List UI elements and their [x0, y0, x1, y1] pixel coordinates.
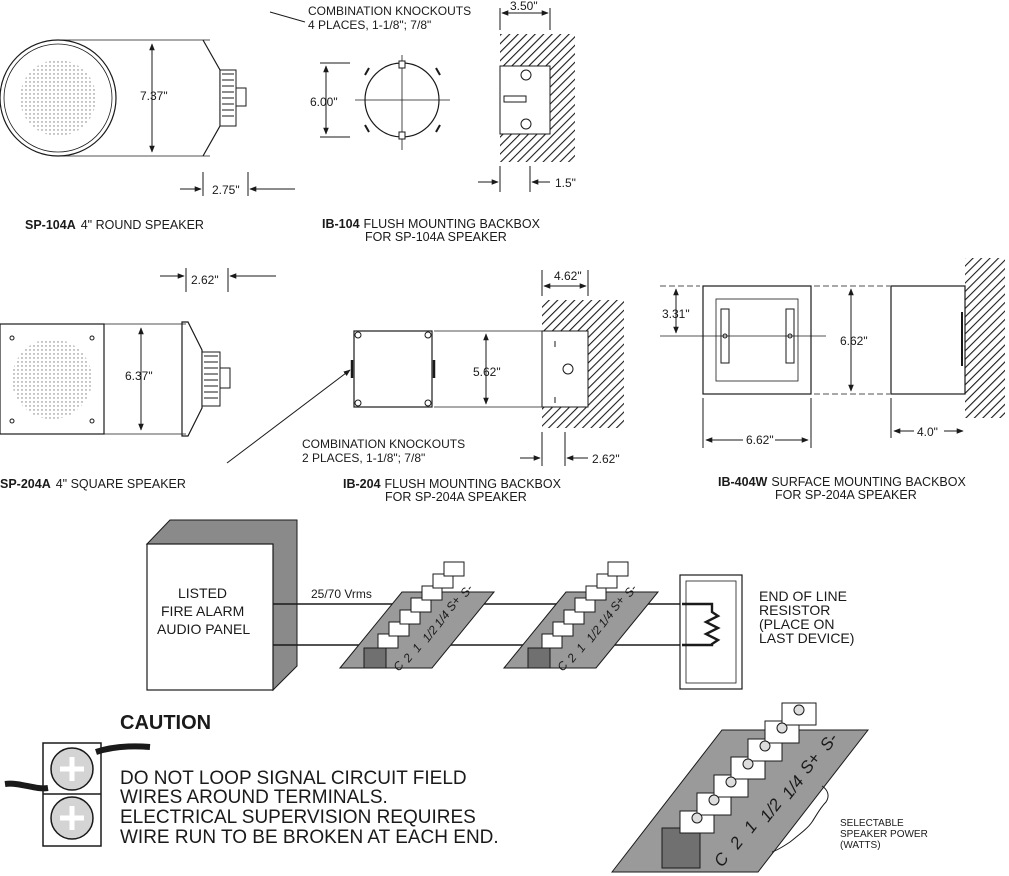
ib404w-height-dim: 6.62": [840, 334, 868, 348]
ib404w-width-dim: 6.62": [746, 433, 774, 447]
ib204-width-dim: 4.62": [554, 269, 582, 283]
eol-label-line3: (PLACE ON: [759, 616, 834, 632]
ib204-knockouts-line2: 2 PLACES, 1-1/8"; 7/8": [302, 451, 425, 465]
wiring-diagram: LISTED FIRE ALARM AUDIO PANEL 25/70 Vrms…: [145, 519, 854, 692]
ib104-width-dim: 3.50": [510, 0, 538, 13]
sp204a-side-profile: [181, 321, 203, 437]
ib204-description-line2: FOR SP-204A SPEAKER: [385, 490, 527, 504]
ib204-figure: 5.62" 4.62" 2.62" COMBINATION KNOCKOUTS …: [226, 269, 624, 504]
terminal-screw-illustration: [4, 742, 151, 847]
eol-label-line1: END OF LINE: [759, 588, 847, 604]
ib104-model: IB-104: [322, 217, 360, 231]
ib204-model: IB-204: [343, 477, 381, 491]
ib204-height-dim: 5.62": [473, 365, 501, 379]
ib204-knockouts-line1: COMBINATION KNOCKOUTS: [302, 437, 465, 451]
terminal-strip-2: S- S+ 1/4 1/2 1 2 C: [502, 561, 660, 674]
ib404w-depth-dim: 4.0": [917, 425, 938, 439]
ib404w-description-line2: FOR SP-204A SPEAKER: [775, 488, 917, 502]
sp104a-model: SP-104A: [25, 218, 76, 232]
resistor-symbol: [682, 602, 721, 647]
ib104-knockouts-line2: 4 PLACES, 1-1/8"; 7/8": [308, 18, 431, 32]
ib404w-front-box: [702, 285, 812, 395]
sp204a-height-dim: 6.37": [125, 369, 153, 383]
ib404w-wall-hatch: [965, 258, 1005, 418]
sp104a-height-dim: 7.37": [140, 89, 168, 103]
ib204-description-line1: FLUSH MOUNTING BACKBOX: [385, 477, 562, 491]
terminal-strip-1: S- S+ 1/4 1/2 1 2 C: [338, 561, 496, 674]
panel-label-line2: FIRE ALARM: [161, 603, 244, 619]
ib404w-inner-dim: 3.31": [662, 307, 690, 321]
ib404w-description-line1: SURFACE MOUNTING BACKBOX: [771, 475, 966, 489]
field-wire-lower: [4, 780, 49, 792]
ib104-height-dim: 6.00": [310, 95, 338, 109]
sp204a-description: 4" SQUARE SPEAKER: [56, 477, 186, 491]
power-brace: [771, 785, 829, 853]
ib204-front-box: [353, 330, 433, 408]
sp104a-figure: 7.37" 2.75" SP-104A 4" ROUND SPEAKER: [0, 39, 295, 232]
field-wire-upper: [95, 743, 151, 755]
ib204-side-box: [541, 330, 589, 408]
ib404w-model: IB-404W: [718, 475, 768, 489]
caution-title: CAUTION: [120, 712, 211, 734]
caution-line1: DO NOT LOOP SIGNAL CIRCUIT FIELD: [120, 768, 467, 789]
power-label-line2: SPEAKER POWER: [840, 829, 928, 840]
panel-label-line3: AUDIO PANEL: [157, 621, 250, 637]
caution-section: CAUTION DO NOT LOOP SIGNAL CIRCUIT FIELD…: [4, 712, 499, 848]
ib404w-side-box: [890, 285, 966, 395]
ib104-figure: COMBINATION KNOCKOUTS 4 PLACES, 1-1/8"; …: [269, 0, 576, 244]
sp204a-figure: 6.37" 2.62" SP-204A 4" SQUARE SPEAKER: [0, 268, 276, 491]
voltage-label: 25/70 Vrms: [311, 587, 372, 601]
ib104-description-line2: FOR SP-104A SPEAKER: [365, 230, 507, 244]
sp204a-model: SP-204A: [0, 477, 51, 491]
ib104-depth-dim: 1.5": [555, 176, 576, 190]
caution-line3: ELECTRICAL SUPERVISION REQUIRES: [120, 807, 476, 828]
sp104a-side-profile: [202, 39, 221, 157]
sp204a-depth-dim: 2.62": [191, 273, 219, 287]
panel-label-line1: LISTED: [178, 585, 227, 601]
eol-label-line4: LAST DEVICE): [759, 630, 854, 646]
ib204-depth-dim: 2.62": [592, 452, 620, 466]
power-label-line1: SELECTABLE: [840, 818, 904, 829]
caution-line2: WIRES AROUND TERMINALS.: [120, 787, 388, 808]
caution-line4: WIRE RUN TO BE BROKEN AT EACH END.: [120, 827, 499, 848]
sp204a-grille: [0, 323, 105, 435]
audio-panel-box: [146, 543, 274, 691]
sp104a-depth-dim: 2.75": [212, 183, 240, 197]
enlarged-terminal-strip: S- S+ 1/4 1/2 1 2 C SELECTABLE SPEAKER P…: [610, 702, 928, 873]
ib104-knockouts-line1: COMBINATION KNOCKOUTS: [308, 4, 471, 18]
eol-label-line2: RESISTOR: [759, 602, 830, 618]
sp104a-description: 4" ROUND SPEAKER: [81, 218, 204, 232]
power-label-line3: (WATTS): [840, 840, 881, 851]
ib104-description-line1: FLUSH MOUNTING BACKBOX: [364, 217, 541, 231]
